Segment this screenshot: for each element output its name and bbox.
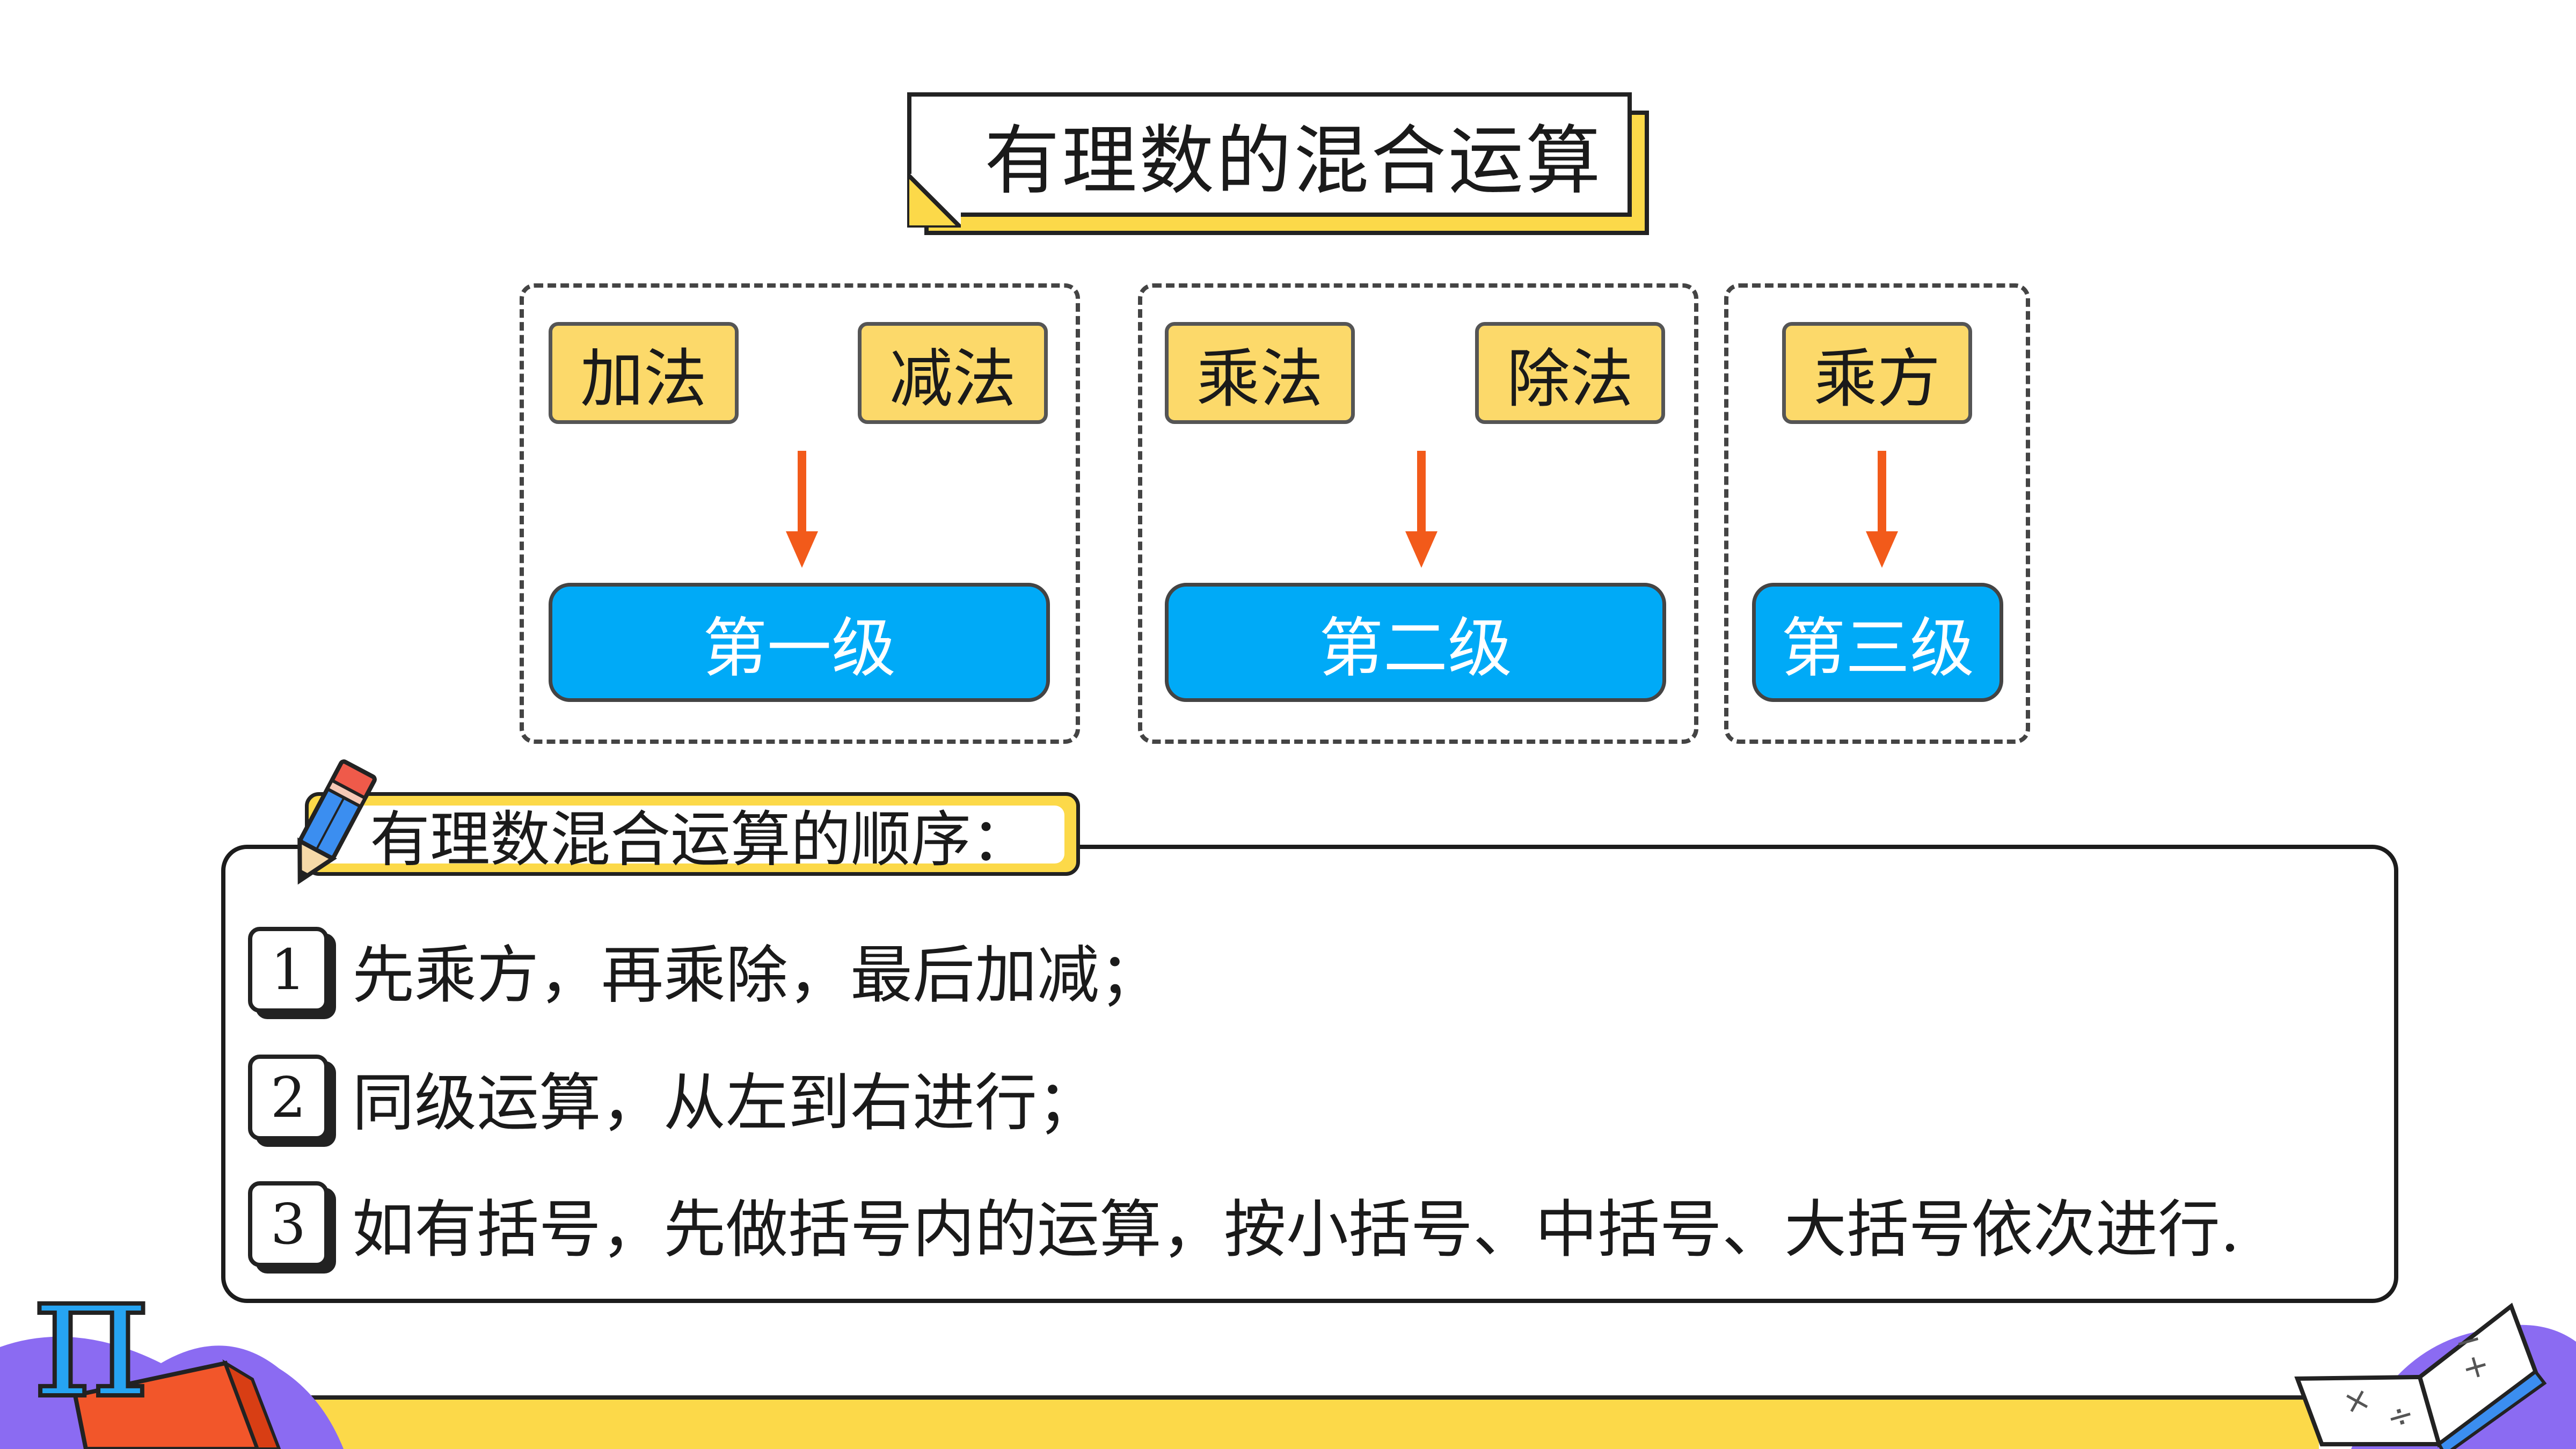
bottom-yellow-band [301,1395,2319,1449]
op-addition: 加法 [549,322,739,424]
page-title: 有理数的混合运算 [984,118,1603,205]
op-multiplication: 乘法 [1165,322,1355,424]
rules-panel [221,845,2398,1303]
rule-number: 3 [248,1181,329,1267]
group-level-2 [1138,283,1698,744]
down-arrow-icon [1405,451,1437,568]
rule-item-2: 2 同级运算，从左到右进行； [248,1052,1099,1143]
down-arrow-icon [1866,451,1898,568]
pi-block-decoration: π [0,1256,344,1449]
op-division: 除法 [1475,322,1665,424]
down-arrow-icon [786,451,818,568]
book-decoration: × ÷ + − [2294,1302,2576,1449]
rule-item-1: 1 先乘方，再乘除，最后加减； [248,924,1162,1015]
rule-text: 先乘方，再乘除，最后加减； [352,939,1162,1012]
level-1-badge: 第一级 [549,583,1050,702]
title-fold-corner-icon [907,174,961,228]
rule-number: 2 [248,1055,329,1140]
level-2-badge: 第二级 [1165,583,1666,702]
pencil-icon [297,759,377,885]
rule-number: 1 [248,927,329,1013]
group-level-3 [1724,283,2030,744]
group-level-1 [520,283,1080,744]
rules-heading: 有理数混合运算的顺序： [320,805,1064,875]
rule-text: 同级运算，从左到右进行； [352,1067,1099,1139]
pi-symbol: π [33,1256,150,1437]
op-power: 乘方 [1782,322,1972,424]
op-subtraction: 减法 [858,322,1048,424]
rule-text: 如有括号，先做括号内的运算，按小括号、中括号、大括号依次进行. [352,1194,2240,1266]
rule-item-3: 3 如有括号，先做括号内的运算，按小括号、中括号、大括号依次进行. [248,1179,2240,1270]
rules-heading-box: 有理数混合运算的顺序： [305,792,1080,876]
title-banner: 有理数的混合运算 [907,92,1632,217]
level-3-badge: 第三级 [1752,583,2003,702]
